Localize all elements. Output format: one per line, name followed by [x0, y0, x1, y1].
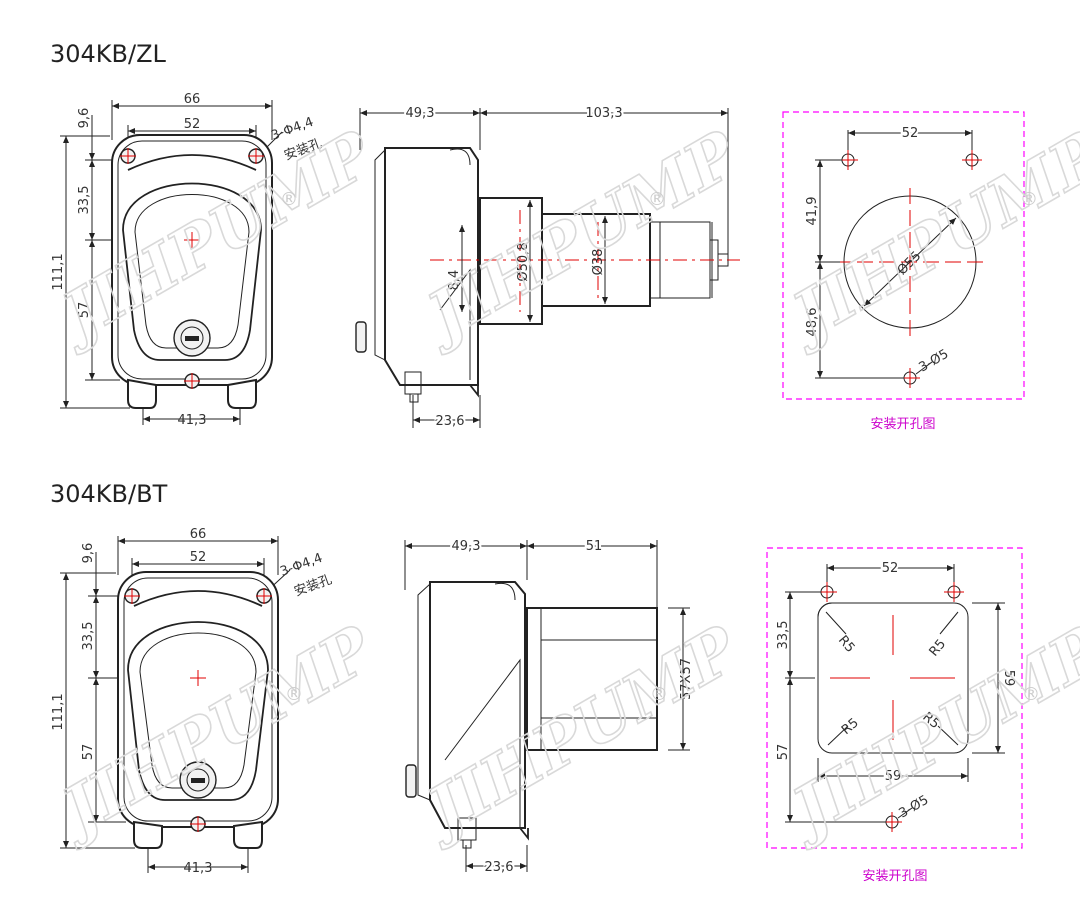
dim-outlet-offset: 23,6	[436, 414, 465, 429]
front-view-zl: 66 52 9,6 33,5 111,1 57 41,3 3-Φ4,4 安装孔	[51, 92, 324, 428]
dim-outlet-offset: 23,6	[485, 860, 514, 875]
watermark-logo: JIHPUMP	[771, 611, 1080, 854]
dim-dia-flange: Ø50,8	[516, 242, 531, 281]
dim-lower: 57	[77, 302, 92, 319]
watermark-registered: ®	[1020, 189, 1038, 210]
dim-width: 66	[184, 92, 201, 107]
dim-top-offset: 9,6	[81, 543, 96, 564]
radius-tl: R5	[835, 633, 858, 656]
dim-lower: 48,6	[805, 308, 820, 337]
dim-dia-motor: Ø38	[591, 249, 606, 276]
dim-hole-spacing: 52	[190, 550, 207, 565]
watermark-registered: ®	[280, 189, 298, 210]
dim-spacing: 52	[882, 561, 899, 576]
dim-foot-spacing: 41,3	[178, 413, 207, 428]
model-title-bt: 304KB/BT	[50, 480, 168, 508]
dim-width: 66	[190, 527, 207, 542]
dim-depth-head: 49,3	[452, 539, 481, 554]
model-title-zl: 304KB/ZL	[50, 40, 167, 68]
dim-height: 111,1	[51, 693, 66, 730]
cutout-border	[782, 111, 1025, 400]
dim-lower: 57	[776, 744, 791, 761]
dim-depth-motor: 51	[586, 539, 603, 554]
cutout-bt: 52 33,5 57 59 59 R5 R5 R5 R5 3-Ø5	[766, 547, 1023, 884]
cutout-caption: 安装开孔图	[870, 417, 935, 432]
watermark-logo: JIHPUMP	[771, 116, 1080, 359]
dim-width: 59	[885, 769, 902, 784]
dim-foot-spacing: 41,3	[184, 861, 213, 876]
holes-spec: 3-Ø5	[917, 347, 952, 376]
dim-depth-motor: 103,3	[585, 106, 622, 121]
watermark-registered: ®	[1022, 684, 1040, 705]
cutout-border	[766, 547, 1023, 849]
dim-top-offset: 9,6	[77, 108, 92, 129]
watermark-registered: ®	[650, 684, 668, 705]
side-view-bt: 49,3 51 57X57 23,6	[404, 537, 694, 877]
cutout-zl: 52 41,9 48,6 Ø55 3-Ø5 安装开孔图	[782, 111, 1025, 432]
dim-height: 111,1	[51, 253, 66, 290]
watermarks: JIHPUMP JIHPUMP JIHPUMP JIHPUMP JIHPUMP …	[40, 115, 1080, 855]
dim-upper: 41,9	[805, 197, 820, 226]
dim-height: 59	[1001, 670, 1016, 687]
dim-motor-size: 57X57	[679, 658, 694, 700]
cutout-caption: 安装开孔图	[862, 869, 927, 884]
dim-upper: 33,5	[776, 621, 791, 650]
watermark-registered: ®	[285, 684, 303, 705]
dim-lower: 57	[81, 744, 96, 761]
dim-upper: 33,5	[81, 622, 96, 651]
watermark-registered: ®	[648, 189, 666, 210]
dim-hole-spacing: 52	[184, 117, 201, 132]
radius-bl: R5	[839, 715, 862, 738]
side-view-zl: 49,3 103,3 8,4 Ø50,8 Ø38 23,6	[355, 104, 740, 431]
radius-tr: R5	[927, 637, 950, 660]
dim-spacing: 52	[902, 126, 919, 141]
dim-upper: 33,5	[77, 186, 92, 215]
dim-shaft-offset: 8,4	[447, 270, 462, 291]
dim-depth-head: 49,3	[406, 106, 435, 121]
hole-label: 安装孔	[292, 572, 334, 599]
